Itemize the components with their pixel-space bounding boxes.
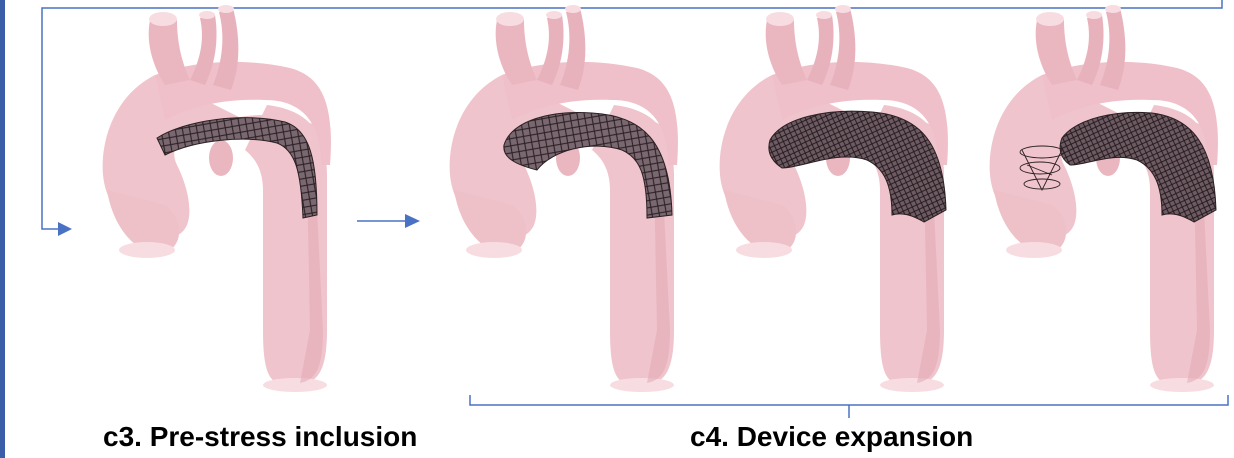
aorta-model-c4-2 — [720, 5, 948, 392]
aorta-model-c4-1 — [450, 5, 678, 392]
c4-bracket — [470, 395, 1228, 418]
left-border-bar — [0, 0, 5, 458]
caption-c4-device-expansion: c4. Device expansion — [690, 423, 973, 451]
transition-arrow — [357, 214, 420, 228]
caption-c3-pre-stress-inclusion: c3. Pre-stress inclusion — [103, 423, 417, 451]
aorta-model-c3 — [103, 5, 331, 392]
aorta-model-c4-3 — [990, 5, 1218, 392]
